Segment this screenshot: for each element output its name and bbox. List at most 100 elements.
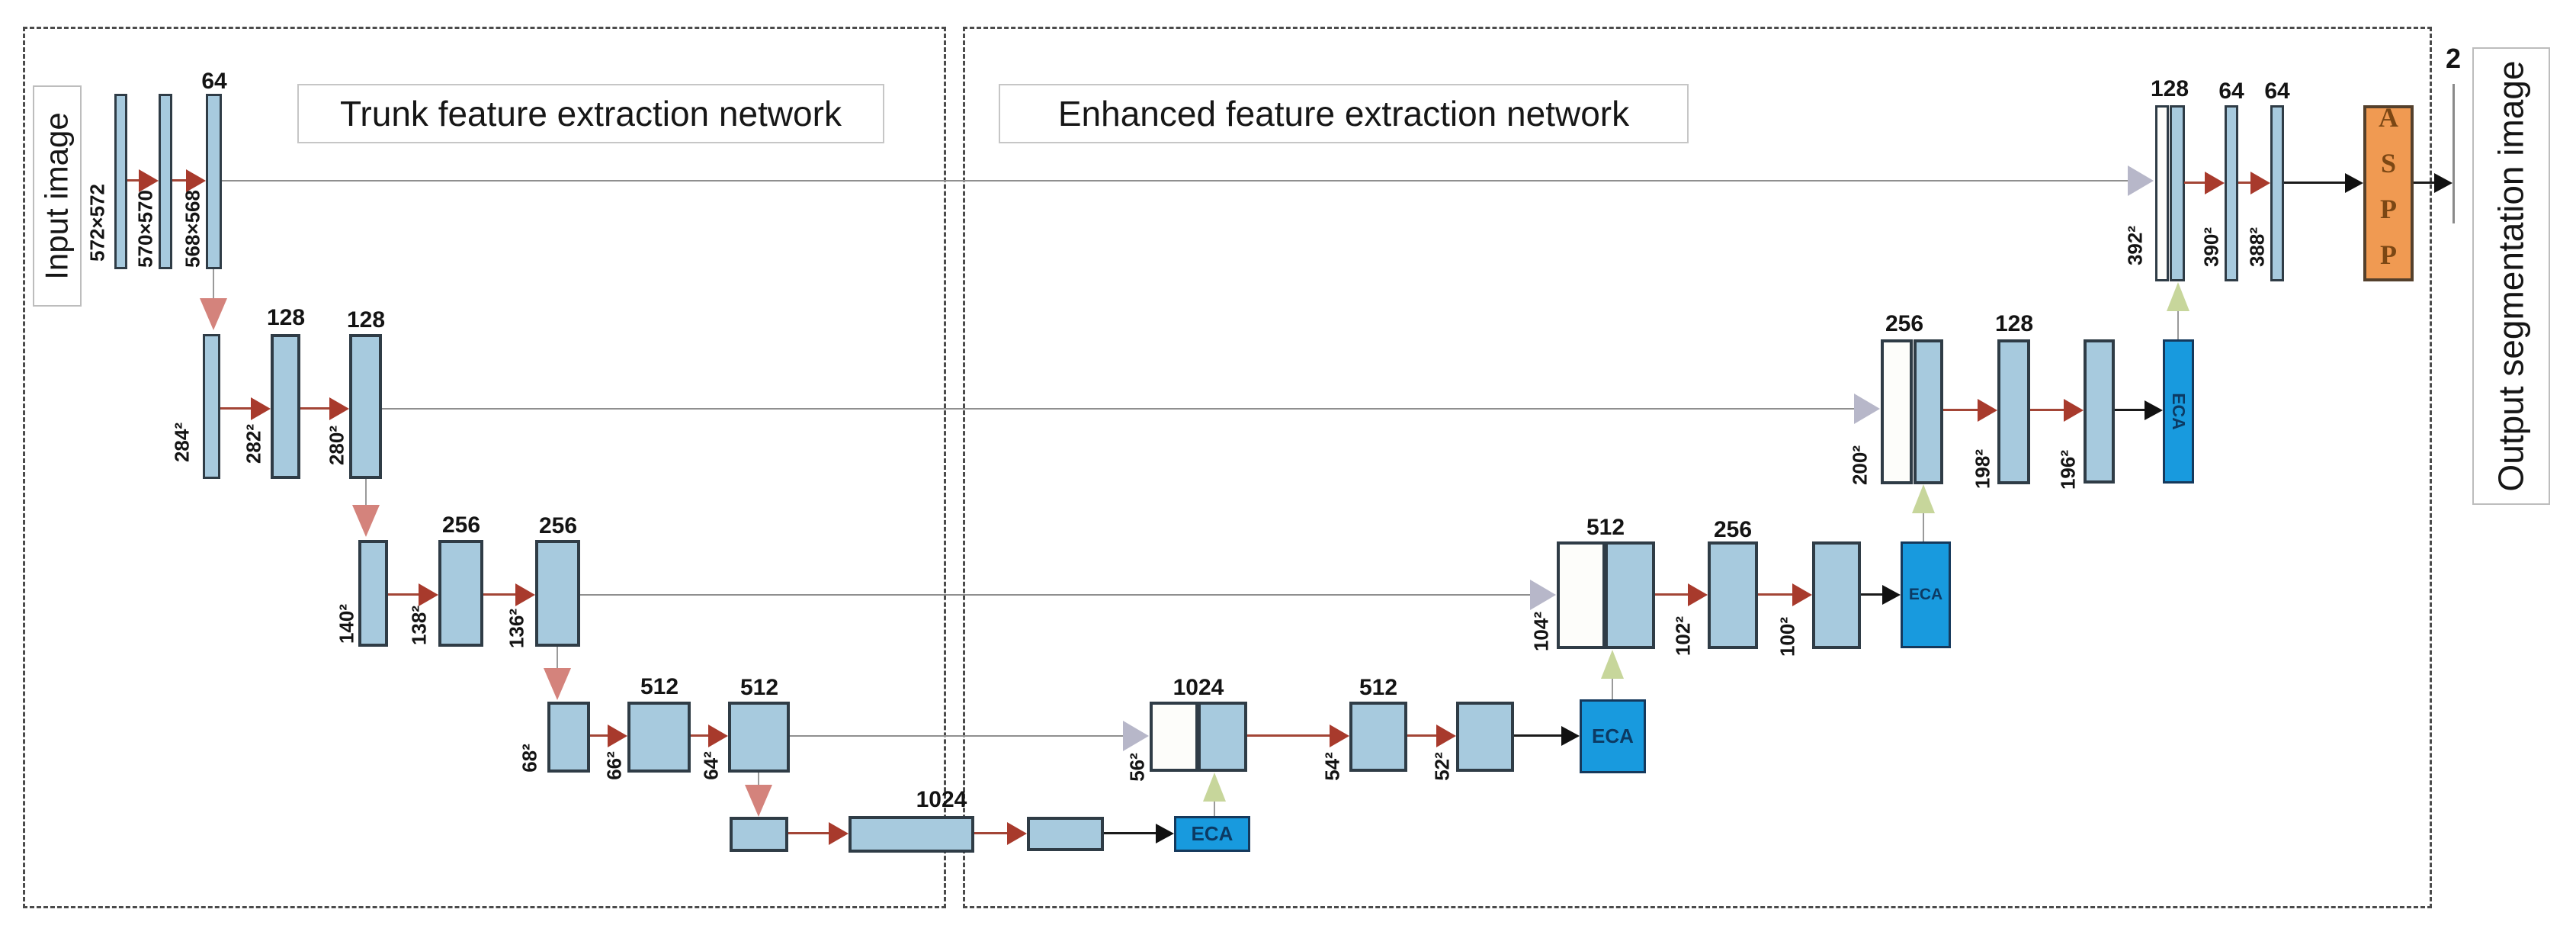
dim-label: 136² <box>505 608 528 649</box>
channel-label: 128 <box>1994 311 2034 336</box>
dim-label: 54² <box>1320 752 1344 781</box>
flow-arrow-icon <box>2434 173 2452 193</box>
conv-feature-bar <box>2225 105 2238 281</box>
conv-feature-bar <box>349 334 382 479</box>
eca-module: ECA <box>1901 541 1951 648</box>
dim-label: 388² <box>2245 227 2269 268</box>
conv-feature-bar <box>206 94 222 269</box>
conv-arrow-icon <box>2064 399 2084 422</box>
conv-feature-bar <box>627 702 691 773</box>
channel-label: 128 <box>2150 76 2189 101</box>
dim-label: 66² <box>602 751 626 780</box>
skip-connection-line <box>580 594 1530 596</box>
conv-arrow-icon <box>1007 822 1027 845</box>
conv-feature-bar <box>547 702 590 773</box>
skip-connection-line <box>790 735 1123 737</box>
conv-arrow-icon <box>251 397 271 420</box>
conv-feature-bar <box>1349 702 1407 772</box>
conv-arrow-icon <box>329 397 349 420</box>
skip-arrow-icon <box>1123 721 1149 751</box>
skip-arrow-icon <box>1854 394 1880 424</box>
dim-label: 570×570 <box>133 190 157 268</box>
channel-label: 256 <box>538 513 578 538</box>
upsample-arrow-icon <box>1203 773 1226 802</box>
conv-feature-bar <box>2084 339 2115 484</box>
conv-arrow-icon <box>1436 725 1456 747</box>
channel-label: 512 <box>640 674 679 699</box>
conv-arrow-icon <box>829 822 849 845</box>
downsample-arrow-icon <box>200 298 227 330</box>
downsample-arrow-icon <box>352 505 380 537</box>
conv-feature-bar <box>1914 339 1943 484</box>
dim-label: 390² <box>2199 227 2223 268</box>
eca-module-label: ECA <box>1191 822 1233 845</box>
output-image-label-box: Output segmentation image <box>2472 47 2550 505</box>
conv-arrow-icon <box>139 169 159 192</box>
dim-label: 52² <box>1430 752 1454 781</box>
flow-arrow-icon <box>2345 173 2363 193</box>
conv-feature-bar <box>438 540 483 647</box>
conv-feature-bar <box>849 816 974 853</box>
channel-label: 1024 <box>916 787 967 812</box>
channel-label: 128 <box>346 307 386 333</box>
conv-arrow-icon <box>1330 725 1349 747</box>
upsample-arrow-icon <box>1601 650 1624 679</box>
flow-arrow-icon <box>1156 824 1174 843</box>
conv-arrow-icon <box>419 583 438 606</box>
channel-label: 512 <box>739 675 779 700</box>
channel-label: 512 <box>1586 515 1625 540</box>
channel-label: 512 <box>1359 675 1398 700</box>
upsample-arrow-icon <box>2167 282 2189 311</box>
channel-label: 256 <box>441 512 481 538</box>
conv-arrow-icon <box>2250 172 2270 194</box>
eca-module: ECA <box>1580 699 1646 773</box>
dim-label: 138² <box>407 605 431 646</box>
conv-feature-bar <box>728 702 790 773</box>
skip-arrow-icon <box>1530 580 1556 610</box>
aspp-module: ASPP <box>2363 102 2414 285</box>
dim-label: 280² <box>325 425 348 466</box>
conv-arrow-icon <box>515 583 535 606</box>
dim-label: 140² <box>335 603 358 644</box>
upsampled-feature-bar <box>1881 339 1913 484</box>
conv-feature-bar <box>1997 339 2030 484</box>
dim-label: 56² <box>1125 753 1149 782</box>
flow-arrow-icon <box>1561 726 1580 746</box>
channel-label: 64 <box>201 69 227 94</box>
enhanced-region-label: Enhanced feature extraction network <box>999 84 1689 143</box>
conv-arrow-icon <box>1688 583 1708 606</box>
output-image-label: Output segmentation image <box>2491 60 2531 492</box>
conv-feature-bar <box>2170 105 2185 281</box>
dim-label: 200² <box>1848 445 1872 486</box>
output-channels-label: 2 <box>2445 43 2462 74</box>
channel-label: 256 <box>1885 311 1924 336</box>
trunk-region-label: Trunk feature extraction network <box>297 84 884 143</box>
upsampled-feature-bar <box>2155 105 2169 281</box>
conv-arrow-icon <box>708 725 728 747</box>
channel-label: 1024 <box>1173 675 1224 700</box>
dim-label: 102² <box>1671 615 1695 657</box>
input-image-label: Input image <box>39 112 75 280</box>
eca-module-label: ECA <box>1908 586 1943 603</box>
conv-arrow-icon <box>2205 172 2225 194</box>
enhanced-region-box <box>963 27 2432 908</box>
conv-feature-bar <box>203 334 220 479</box>
conv-arrow-icon <box>608 725 627 747</box>
dim-label: 68² <box>518 744 541 773</box>
upsampled-feature-bar <box>1150 702 1198 772</box>
eca-module: ECA <box>2163 339 2194 484</box>
downsample-arrow-icon <box>544 668 571 700</box>
conv-feature-bar <box>2270 105 2284 281</box>
dim-label: 392² <box>2123 225 2147 266</box>
downsample-arrow-icon <box>745 785 772 817</box>
conv-feature-bar <box>1198 702 1247 772</box>
dim-label: 568×568 <box>181 190 204 268</box>
conv-feature-bar <box>358 540 388 647</box>
channel-label: 64 <box>2218 79 2244 104</box>
dim-label: 196² <box>2056 449 2080 490</box>
dim-label: 64² <box>699 751 723 780</box>
output-feature-line <box>2452 84 2455 223</box>
conv-feature-bar <box>1456 702 1514 772</box>
conv-feature-bar <box>271 334 300 479</box>
